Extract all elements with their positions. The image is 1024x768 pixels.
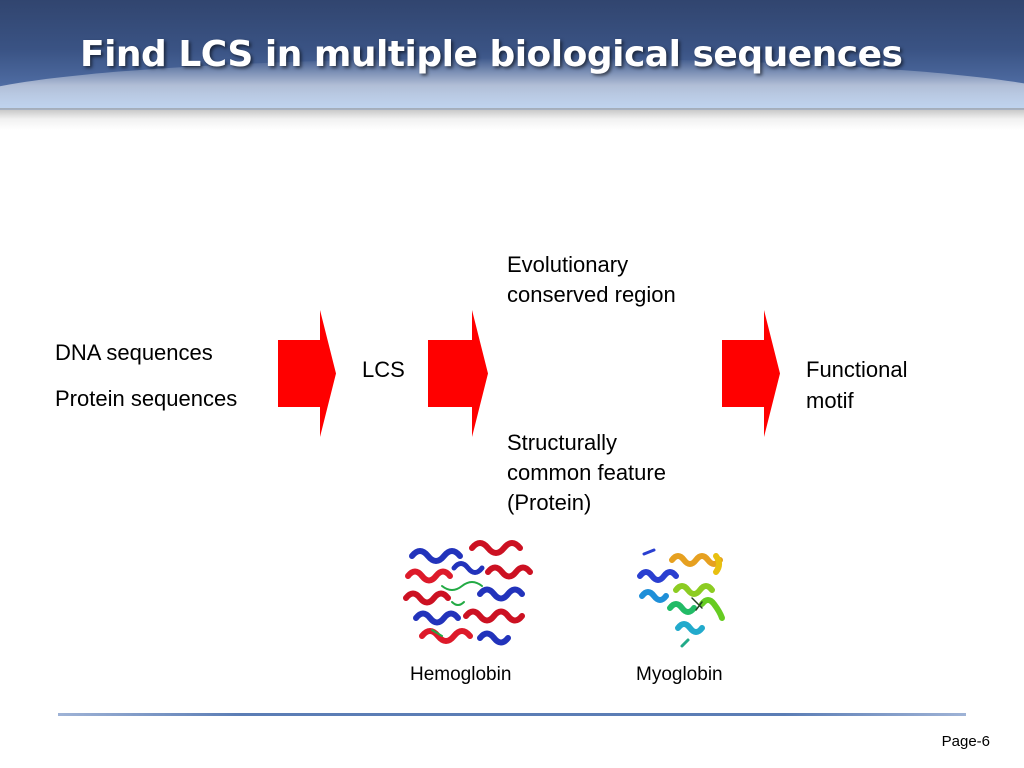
page-number: Page-6 [941, 733, 990, 750]
branch-bottom-line-3: (Protein) [507, 490, 592, 515]
branch-bottom-line-1: Structurally [507, 430, 618, 455]
title-bar: Find LCS in multiple biological sequence… [0, 0, 1024, 110]
output-line-2: motif [806, 388, 854, 413]
branch-top-line-2: conserved region [507, 282, 676, 307]
title-shadow [0, 108, 1024, 130]
slide-title: Find LCS in multiple biological sequence… [80, 34, 903, 75]
input-dna: DNA sequences [55, 340, 213, 365]
hemoglobin-caption: Hemoglobin [410, 664, 512, 685]
lcs-label: LCS [362, 357, 405, 382]
bottom-divider [58, 713, 966, 716]
arrow-right-icon [278, 310, 336, 437]
output-line-1: Functional [806, 357, 908, 382]
myoglobin-caption: Myoglobin [636, 664, 723, 685]
branch-top-line-1: Evolutionary [507, 252, 629, 277]
branch-bottom-line-2: common feature [507, 460, 666, 485]
input-protein: Protein sequences [55, 386, 238, 411]
hemoglobin-structure-image [403, 540, 533, 646]
arrow-right-icon [428, 310, 488, 437]
arrow-right-icon [722, 310, 780, 437]
myoglobin-structure-image [637, 548, 725, 648]
